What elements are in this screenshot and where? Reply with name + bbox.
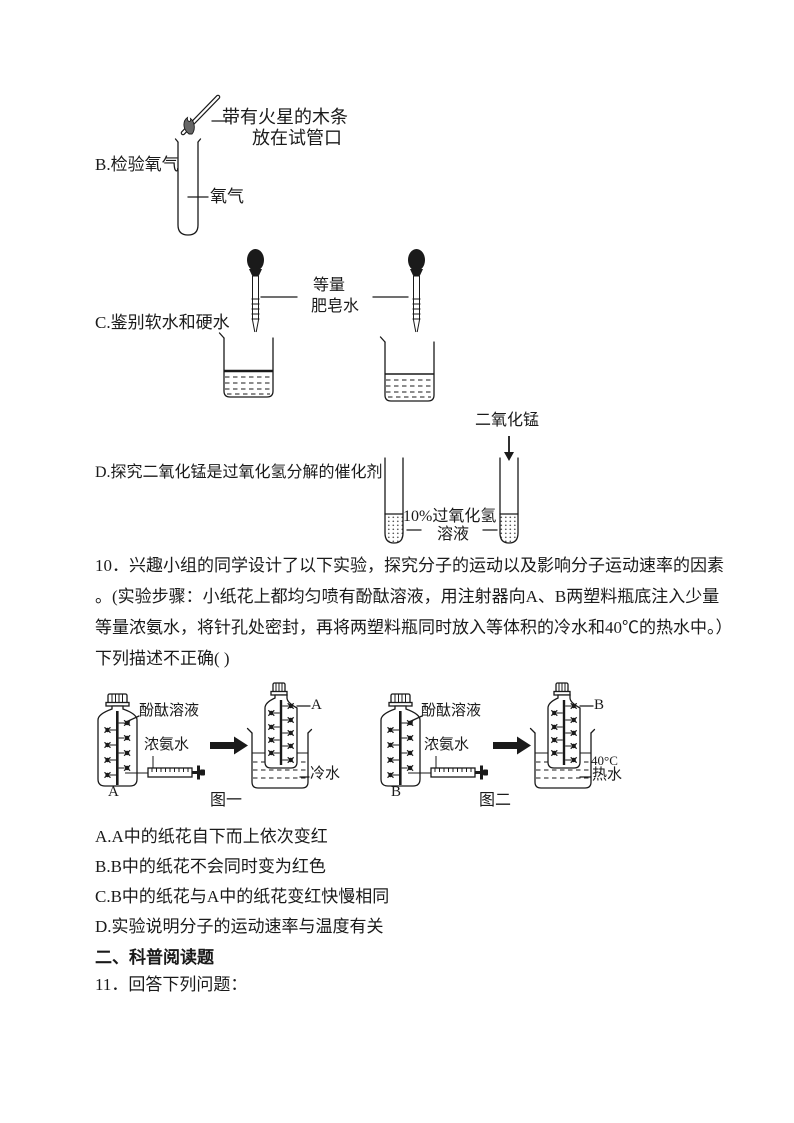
fig1-caption: 图一 [210, 792, 243, 809]
question11-text: 11．回答下列问题： [95, 975, 248, 994]
section-heading: 二、科普阅读题 [95, 948, 214, 967]
figure2-result [529, 682, 596, 789]
pointer-arrowhead [406, 719, 413, 726]
beaker-icon [379, 336, 435, 402]
fig1-ammonia-label: 浓氨水 [144, 737, 190, 753]
fig1-bottle-letter: A [108, 784, 119, 800]
figure1-result [246, 682, 313, 789]
bottle-in-beaker [264, 682, 298, 769]
peroxide-label-line1: 10%过氧化氢 [403, 508, 497, 525]
pointer-arrowhead [123, 719, 130, 726]
bottle-cap-icon [390, 693, 411, 704]
fig1-result-bottle-letter: A [311, 697, 322, 713]
splint-label-line2: 放在试管口 [252, 128, 342, 148]
figure1-arrow [210, 736, 248, 755]
option-d-label: D.探究二氧化锰是过氧化氢分解的催化剂 [95, 464, 383, 481]
option-c-text: C.B中的纸花与A中的纸花变红快慢相同 [95, 887, 390, 906]
dropper-icon [408, 249, 425, 333]
figure2-bottle-b [380, 693, 488, 787]
question10-line3: 等量浓氨水，将针孔处密封，再将两塑料瓶同时放入等体积的冷水和40℃的热水中。） [95, 618, 733, 637]
fig2-temperature-label: 40°C [591, 753, 618, 768]
syringe-icon [125, 765, 205, 780]
molecule-motion-diagrams [97, 682, 596, 789]
fig2-hot-water-label: 热水 [592, 767, 623, 783]
splint-label-line1: 带有火星的木条 [222, 107, 348, 127]
option-a-text: A.A中的纸花自下而上依次变红 [95, 827, 328, 846]
option-c-label: C.鉴别软水和硬水 [95, 313, 230, 332]
bottle-cap-icon [107, 693, 128, 704]
peroxide-label-line2: 溶液 [437, 526, 470, 543]
mno2-label: 二氧化锰 [475, 412, 540, 429]
question10-line1: 10．兴趣小组的同学设计了以下实验，探究分子的运动以及影响分子运动速率的因素 [95, 556, 724, 575]
option-b-text: B.B中的纸花不会同时变为红色 [95, 857, 326, 876]
figure2-arrow [493, 736, 531, 755]
fig2-bottle-letter: B [391, 784, 402, 800]
test-tube-icon [384, 457, 404, 544]
fig2-phenolphthalein-label: 酚酞溶液 [421, 703, 482, 719]
fig2-caption: 图二 [479, 792, 512, 809]
oxygen-test-diagram [174, 94, 231, 236]
question10-line4: 下列描述不正确( ) [95, 649, 230, 668]
fig1-cold-water-label: 冷水 [310, 766, 341, 782]
flower-stick [116, 711, 119, 785]
oxygen-gas-label: 氧气 [210, 187, 244, 206]
soap-water-test-diagram [218, 249, 435, 402]
question10-line2: 。(实验步骤：小纸花上都均匀喷有酚酞溶液，用注射器向A、B两塑料瓶底注入少量 [95, 587, 720, 606]
bottle-in-beaker [547, 682, 581, 769]
fig2-result-bottle-letter: B [594, 697, 605, 713]
beaker-icon [218, 332, 274, 398]
dropper-icon [247, 249, 264, 333]
figure1-bottle-a [97, 693, 205, 787]
option-b-label: B.检验氧气 [95, 155, 179, 174]
test-tube-icon [499, 457, 519, 544]
fig2-ammonia-label: 浓氨水 [424, 737, 470, 753]
fig1-phenolphthalein-label: 酚酞溶液 [139, 703, 200, 719]
soap-label-line2: 肥皂水 [311, 298, 360, 315]
test-tube-icon [174, 138, 202, 236]
soap-label-line1: 等量 [313, 277, 346, 294]
catalyst-test-diagram [384, 436, 519, 544]
down-arrow-icon [504, 436, 514, 461]
flame-icon [183, 116, 195, 135]
option-d-text: D.实验说明分子的运动速率与温度有关 [95, 917, 384, 936]
syringe-icon [408, 765, 488, 780]
